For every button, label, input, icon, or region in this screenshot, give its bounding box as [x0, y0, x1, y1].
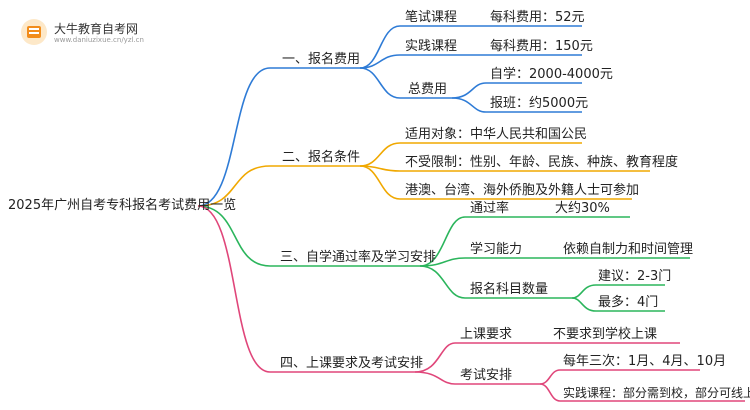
branch-2-item-1: 适用对象：中华人民共和国公民 [405, 127, 588, 142]
branch-2-item-2: 不受限制：性别、年龄、民族、种族、教育程度 [405, 155, 679, 170]
branch-1-item-2-value: 每科费用：150元 [490, 39, 593, 54]
branch-1-connectors [197, 25, 582, 207]
branch-3-item-3-sub-1: 建议：2-3门 [598, 269, 672, 284]
logo: 大牛教育自考网 www.daniuzixue.cn/yzl.cn [20, 18, 180, 48]
branch-1-item-3-sub-2: 报班：约5000元 [490, 96, 589, 111]
branch-1-item-3-sub-1: 自学：2000-4000元 [490, 67, 613, 82]
branch-3-item-2-label: 学习能力 [470, 242, 523, 257]
branch-3-item-3-sub-2: 最多：4门 [598, 295, 659, 310]
branch-4-item-2-label: 考试安排 [460, 368, 513, 383]
branch-3-label: 三、自学通过率及学习安排 [280, 250, 437, 265]
branch-1-item-1-value: 每科费用：52元 [490, 10, 585, 25]
branch-1-item-3-label: 总费用 [408, 82, 448, 97]
branch-3-item-1-label: 通过率 [470, 201, 510, 216]
branch-1-item-2-label: 实践课程 [405, 39, 458, 54]
mindmap-root: 2025年广州自考专科报名考试费用一览 [8, 198, 237, 213]
branch-4-item-1-label: 上课要求 [460, 327, 513, 342]
branch-4-item-2-sub-1: 每年三次：1月、4月、10月 [563, 354, 727, 369]
branch-3-item-3-label: 报名科目数量 [470, 282, 549, 297]
branch-3-item-1-value: 大约30% [555, 201, 610, 216]
branch-2-label: 二、报名条件 [282, 150, 361, 165]
branch-2-item-3: 港澳、台湾、海外侨胞及外籍人士可参加 [405, 183, 640, 198]
book-badge-icon [21, 19, 47, 45]
logo-name: 大牛教育自考网 [54, 22, 139, 36]
branch-4-label: 四、上课要求及考试安排 [280, 356, 424, 371]
branch-1-label: 一、报名费用 [282, 52, 361, 67]
branch-1-item-1-label: 笔试课程 [405, 10, 458, 25]
branch-4-item-1-value: 不要求到学校上课 [553, 327, 658, 342]
logo-url: www.daniuzixue.cn/yzl.cn [54, 36, 144, 44]
branch-3-connectors [197, 205, 690, 312]
branch-2-connectors [197, 142, 650, 207]
branch-4-item-2-sub-2: 实践课程：部分需到校，部分可线上考试 [563, 386, 750, 400]
branch-4-connectors [197, 205, 745, 402]
branch-3-item-2-value: 依赖自制力和时间管理 [563, 242, 694, 257]
